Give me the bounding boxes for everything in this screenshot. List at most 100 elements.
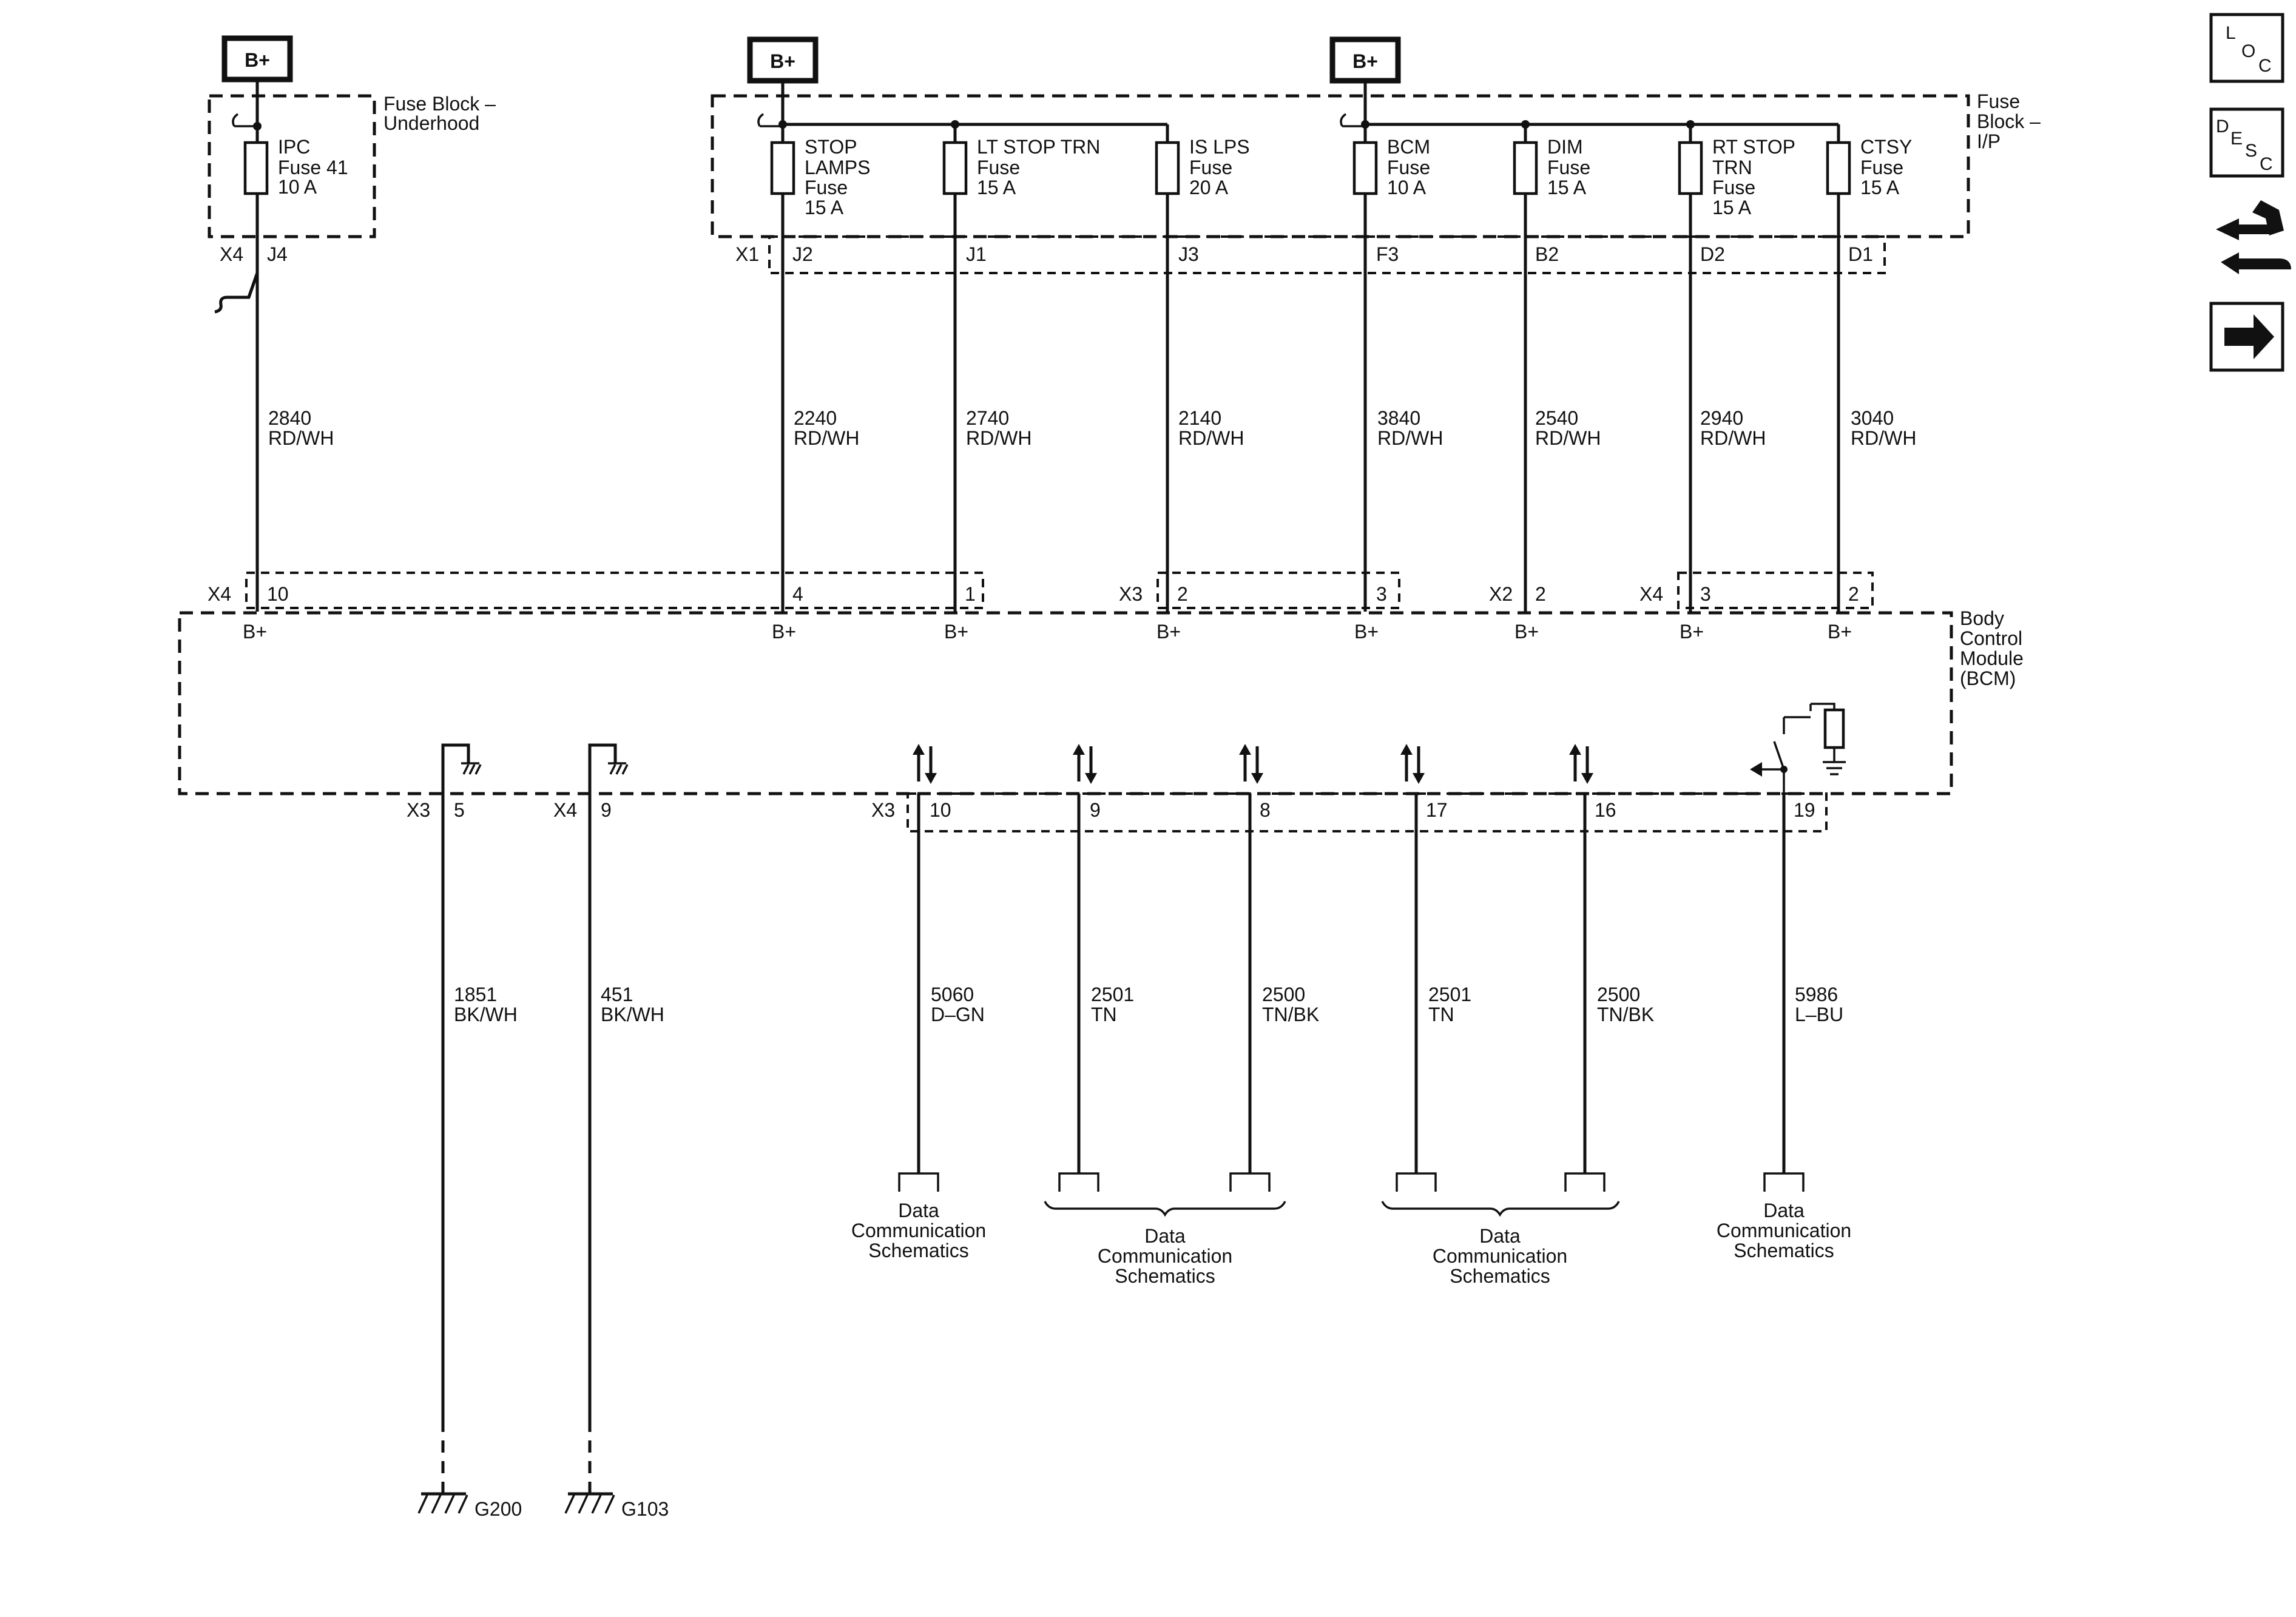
circuit-number: 451 bbox=[601, 984, 633, 1005]
terminal-label: J3 bbox=[1178, 243, 1199, 265]
fuse-symbol bbox=[243, 141, 269, 195]
wire-color: BK/WH bbox=[454, 1004, 518, 1025]
ground-circuit-g200: 1851 BK/WH G200 bbox=[417, 794, 522, 1520]
wire-color: TN/BK bbox=[1597, 1004, 1654, 1025]
wire-color: RD/WH bbox=[1851, 427, 1916, 449]
terminal-label: F3 bbox=[1376, 243, 1399, 265]
bcm-title-4: (BCM) bbox=[1960, 667, 2016, 689]
fuse-block-underhood-title-2: Underhood bbox=[383, 112, 479, 134]
connector-label: X1 bbox=[735, 243, 759, 265]
circuit-number: 2740 bbox=[966, 407, 1009, 429]
svg-text:X3: X3 bbox=[871, 799, 895, 821]
svg-text:Fuse: Fuse bbox=[1189, 157, 1232, 178]
wire-color: TN/BK bbox=[1262, 1004, 1319, 1025]
pin-label: 8 bbox=[1260, 799, 1271, 821]
svg-text:15 A: 15 A bbox=[805, 197, 844, 218]
wire-color: L–BU bbox=[1795, 1004, 1843, 1025]
ground-label: G103 bbox=[621, 1498, 669, 1520]
circuit-number: 5060 bbox=[931, 984, 974, 1005]
svg-text:15 A: 15 A bbox=[1547, 177, 1587, 198]
wire-color: RD/WH bbox=[1178, 427, 1244, 449]
svg-text:Fuse: Fuse bbox=[1387, 157, 1430, 178]
circuit-number: 1851 bbox=[454, 984, 497, 1005]
svg-text:RT STOP: RT STOP bbox=[1712, 136, 1795, 158]
circuit-number: 3840 bbox=[1377, 407, 1420, 429]
bcm-title-2: Control bbox=[1960, 627, 2022, 649]
pin-label: 3 bbox=[1376, 583, 1387, 605]
pin-label: 3 bbox=[1700, 583, 1711, 605]
fuse-block-ip-title-2: Block – bbox=[1977, 110, 2041, 132]
svg-text:Schematics: Schematics bbox=[1450, 1265, 1550, 1287]
svg-text:LT STOP TRN: LT STOP TRN bbox=[977, 136, 1100, 158]
pin-label: 17 bbox=[1426, 799, 1448, 821]
battery-supply-ip-left: B+ bbox=[747, 36, 819, 84]
fuse-ipc-name: IPC bbox=[278, 136, 310, 158]
svg-text:L: L bbox=[2226, 23, 2236, 43]
terminal-label: J4 bbox=[267, 243, 288, 265]
svg-text:IS LPS: IS LPS bbox=[1189, 136, 1250, 158]
circuit-number: 2940 bbox=[1700, 407, 1743, 429]
body-control-module: Body Control Module (BCM) B+ B+ B+ B+ B+… bbox=[178, 607, 2024, 795]
connector-repair-icon[interactable] bbox=[2216, 200, 2291, 274]
power-input-label: B+ bbox=[1680, 621, 1704, 643]
svg-text:Data: Data bbox=[898, 1200, 939, 1221]
svg-text:C: C bbox=[2260, 154, 2273, 174]
pin-label: 2 bbox=[1848, 583, 1859, 605]
battery-label: B+ bbox=[245, 49, 270, 71]
fuse-block-ip: Fuse Block – I/P X1 STOP LAMPS Fuse 15 A… bbox=[711, 81, 2041, 581]
fuse-block-underhood-title: Fuse Block – bbox=[383, 93, 496, 115]
bidirectional-arrow-icon bbox=[1569, 744, 1593, 784]
data-circuit-2500-a: 2500 TN/BK bbox=[1229, 794, 1319, 1192]
svg-text:Communication: Communication bbox=[851, 1220, 986, 1241]
svg-text:Data: Data bbox=[1763, 1200, 1805, 1221]
svg-text:Schematics: Schematics bbox=[1734, 1240, 1834, 1261]
bcm-title: Body bbox=[1960, 607, 2004, 629]
data-comm-reference[interactable]: Data Communication Schematics bbox=[851, 1200, 986, 1261]
connector-label: X4 bbox=[220, 243, 243, 265]
svg-text:S: S bbox=[2245, 141, 2257, 161]
data-comm-reference[interactable]: Data Communication Schematics bbox=[1717, 1200, 1851, 1261]
svg-text:BCM: BCM bbox=[1387, 136, 1430, 158]
svg-text:Data: Data bbox=[1479, 1225, 1521, 1247]
bidirectional-arrow-icon bbox=[913, 744, 937, 784]
svg-text:E: E bbox=[2230, 129, 2243, 149]
ground-circuit-g103: 451 BK/WH G103 bbox=[564, 794, 669, 1520]
wire-color: RD/WH bbox=[794, 427, 859, 449]
pin-label: 5 bbox=[454, 799, 465, 821]
location-button[interactable]: L O C bbox=[2209, 13, 2284, 83]
pin-label: 2 bbox=[1177, 583, 1188, 605]
internal-ground-icon bbox=[588, 743, 629, 794]
description-button[interactable]: D E S C bbox=[2209, 107, 2284, 178]
data-circuit-2501-b: 2501 TN bbox=[1396, 794, 1471, 1192]
power-input-label: B+ bbox=[944, 621, 968, 643]
fuse-rt-stop-trn: RT STOP TRN Fuse 15 A D2 2940 RD/WH bbox=[1678, 136, 1795, 581]
arrow-right-icon bbox=[2224, 314, 2274, 359]
svg-text:15 A: 15 A bbox=[1860, 177, 1900, 198]
bidirectional-arrow-icon bbox=[1400, 744, 1425, 784]
svg-text:O: O bbox=[2241, 41, 2255, 61]
pin-label: 10 bbox=[930, 799, 951, 821]
svg-text:Fuse: Fuse bbox=[1860, 157, 1903, 178]
power-input-label: B+ bbox=[1514, 621, 1539, 643]
data-circuit-5986: 5986 L–BU bbox=[1763, 794, 1843, 1192]
brace-icon bbox=[1044, 1201, 1286, 1217]
svg-text:10 A: 10 A bbox=[1387, 177, 1427, 198]
pin-label: 2 bbox=[1535, 583, 1546, 605]
wire-color: D–GN bbox=[931, 1004, 985, 1025]
data-circuit-2500-b: 2500 TN/BK bbox=[1564, 794, 1654, 1192]
fuse-stop-lamps: STOP LAMPS Fuse 15 A J2 2240 RD/WH bbox=[770, 136, 870, 581]
svg-text:Data: Data bbox=[1144, 1225, 1186, 1247]
fuse-block-underhood: Fuse Block – Underhood IPC Fuse 41 10 A … bbox=[208, 79, 496, 581]
data-comm-reference[interactable]: Data Communication Schematics bbox=[1098, 1225, 1232, 1287]
pin-label: 9 bbox=[1090, 799, 1101, 821]
svg-text:Fuse: Fuse bbox=[1547, 157, 1590, 178]
pin-label: 10 bbox=[267, 583, 289, 605]
svg-text:X3: X3 bbox=[1119, 583, 1143, 605]
svg-text:Schematics: Schematics bbox=[868, 1240, 968, 1261]
circuit-number: 2540 bbox=[1535, 407, 1578, 429]
data-comm-reference[interactable]: Data Communication Schematics bbox=[1433, 1225, 1567, 1287]
power-input-label: B+ bbox=[1354, 621, 1379, 643]
splice-icon bbox=[757, 113, 783, 127]
next-page-button[interactable] bbox=[2209, 302, 2284, 372]
terminal-label: D1 bbox=[1848, 243, 1873, 265]
